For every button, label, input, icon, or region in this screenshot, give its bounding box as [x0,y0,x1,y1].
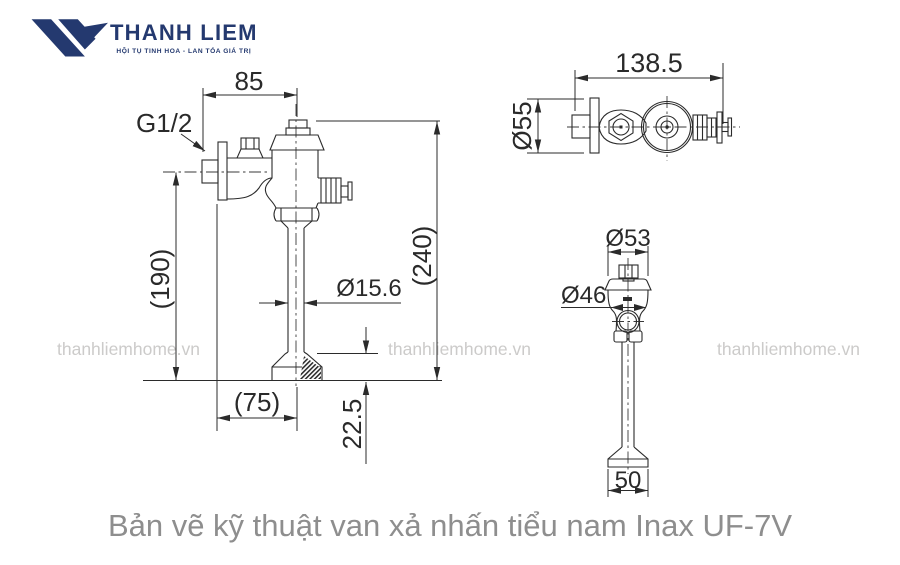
brand-name: THANH LIEM [110,20,258,45]
brand-logo-mark [31,19,108,57]
dim-base-offset: (75) [234,387,280,417]
side-view-dimensions: 85 G1/2 (190) (240) Ø15.6 (75) 22.5 [136,66,441,464]
dim-pipe-diameter: Ø15.6 [336,275,401,302]
dim-spud-height: 22.5 [337,399,367,450]
watermarks: thanhliemhome.vn thanhliemhome.vn thanhl… [57,339,860,359]
brand-logo-text: THANH LIEM HỘI TỤ TINH HOA - LAN TỎA GIÁ… [110,20,258,56]
brand-logo: THANH LIEM HỘI TỤ TINH HOA - LAN TỎA GIÁ… [28,11,258,63]
dim-side-top-width: 85 [235,66,264,96]
dim-top-overall-length: 138.5 [615,48,683,78]
dim-front-cap-diameter: Ø53 [605,225,650,252]
front-view-linework [604,258,652,474]
dim-top-body-diameter: Ø55 [507,101,537,150]
side-view-linework [143,104,442,386]
front-view-dimensions: Ø53 Ø46 50 [561,225,651,497]
top-view-linework [567,96,740,161]
watermark-right: thanhliemhome.vn [717,339,860,359]
caption: Bản vẽ kỹ thuật van xả nhấn tiểu nam Ina… [107,508,793,543]
watermark-left: thanhliemhome.vn [57,339,200,359]
dim-front-base-width: 50 [615,467,642,494]
top-view-dimensions: 138.5 Ø55 [507,48,724,154]
watermark-center: thanhliemhome.vn [388,339,531,359]
dim-front-body-diameter: Ø46 [561,282,606,309]
dim-overall-height: (240) [407,226,437,287]
dim-height-to-inlet: (190) [145,249,175,310]
brand-tagline: HỘI TỤ TINH HOA - LAN TỎA GIÁ TRỊ [116,48,252,55]
dim-inlet-thread: G1/2 [136,108,192,138]
